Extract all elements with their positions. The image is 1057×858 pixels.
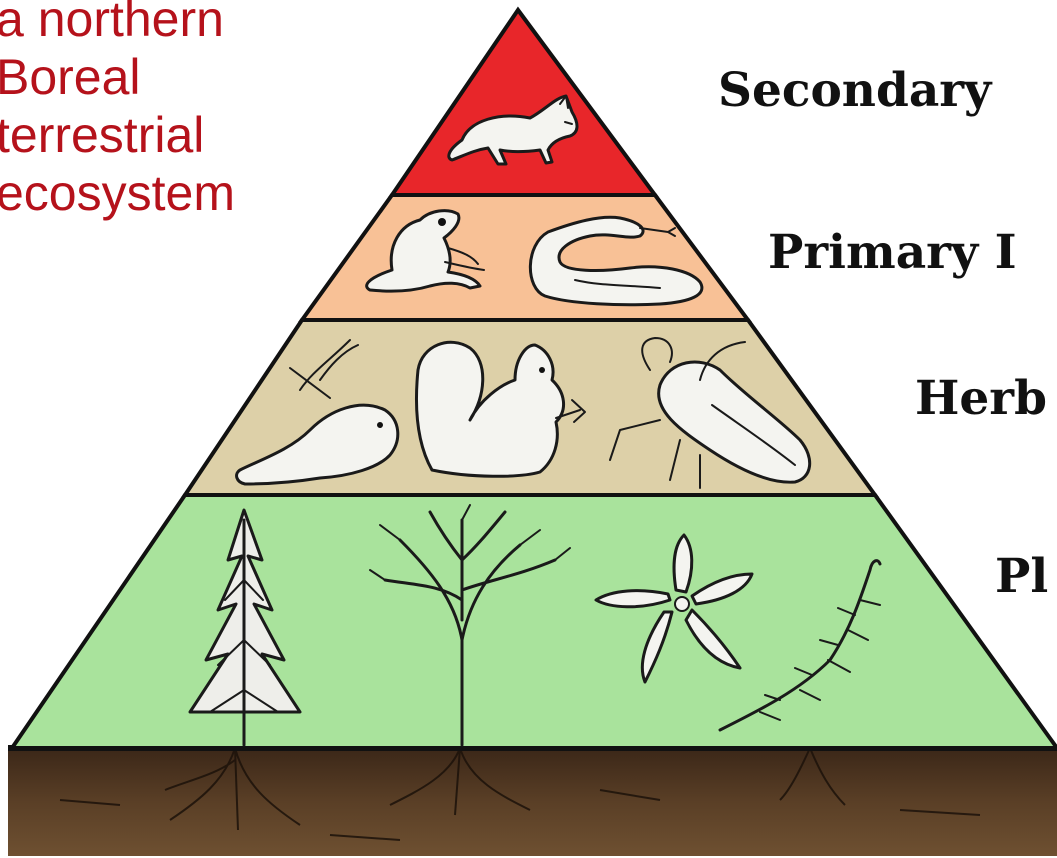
level-label-primary: Primary I [768, 225, 1017, 280]
level-secondary-consumers [392, 10, 655, 195]
level-label-plants: Pl [995, 549, 1048, 604]
soil-layer [8, 745, 1057, 856]
level-label-secondary: Secondary [718, 63, 993, 118]
level-label-herbivores: Herb [915, 371, 1047, 426]
